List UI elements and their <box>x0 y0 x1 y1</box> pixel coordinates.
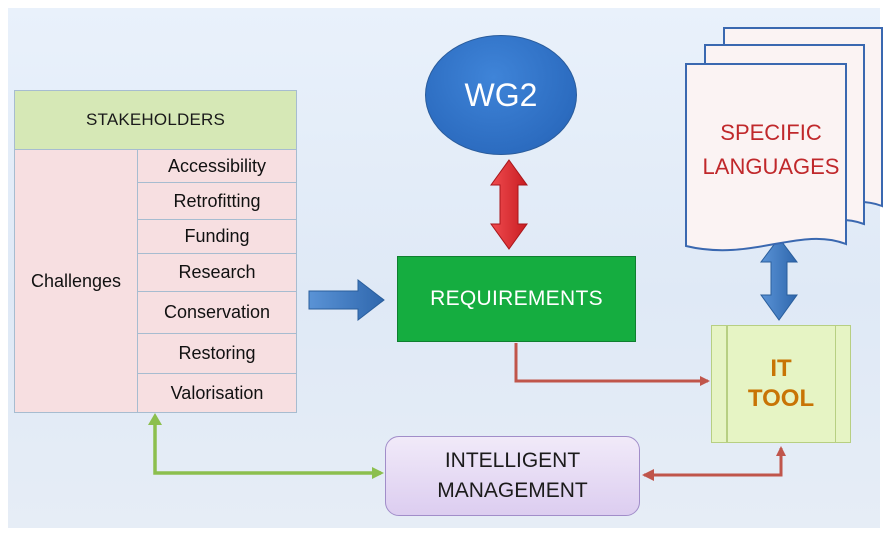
challenge-funding: Funding <box>137 220 297 254</box>
it-tool-right-line <box>834 326 836 442</box>
challenge-valorisation: Valorisation <box>137 374 297 413</box>
challenge-conservation: Conservation <box>137 292 297 334</box>
challenge-research: Research <box>137 254 297 292</box>
connector-management-to-it-tool <box>644 446 786 477</box>
double-arrow-red-icon <box>490 159 528 250</box>
stakeholders-header: STAKEHOLDERS <box>14 90 297 150</box>
double-arrow-blue-icon <box>760 237 798 321</box>
challenges-label: Challenges <box>14 150 138 413</box>
specific-languages-line-1: SPECIFIC <box>720 120 822 145</box>
document-stack-icon <box>685 27 883 252</box>
it-tool-left-line <box>726 326 728 442</box>
requirements-node: REQUIREMENTS <box>397 256 636 342</box>
connector-stakeholders-to-management <box>153 419 384 479</box>
it-tool-line-2: TOOL <box>747 385 815 412</box>
intelligent-management-node: INTELLIGENT MANAGEMENT <box>385 436 640 516</box>
right-arrow-blue-icon <box>308 278 385 322</box>
intelligent-management-line-1: INTELLIGENT <box>444 449 581 472</box>
intelligent-management-line-2: MANAGEMENT <box>437 479 588 502</box>
wg2-node: WG2 <box>425 35 577 155</box>
challenges-list: Accessibility Retrofitting Funding Resea… <box>137 150 297 413</box>
arrowhead-into-management <box>642 469 654 481</box>
it-tool-line-1: IT <box>770 355 792 382</box>
it-tool-node: IT TOOL <box>711 325 851 443</box>
challenge-accessibility: Accessibility <box>137 150 297 183</box>
specific-languages-line-2: LANGUAGES <box>702 154 840 179</box>
challenge-retrofitting: Retrofitting <box>137 183 297 220</box>
specific-languages-label: SPECIFIC LANGUAGES <box>682 116 860 184</box>
arrowhead-into-stakeholders <box>148 413 162 425</box>
challenge-restoring: Restoring <box>137 334 297 374</box>
connector-requirements-to-it-tool <box>514 343 710 386</box>
